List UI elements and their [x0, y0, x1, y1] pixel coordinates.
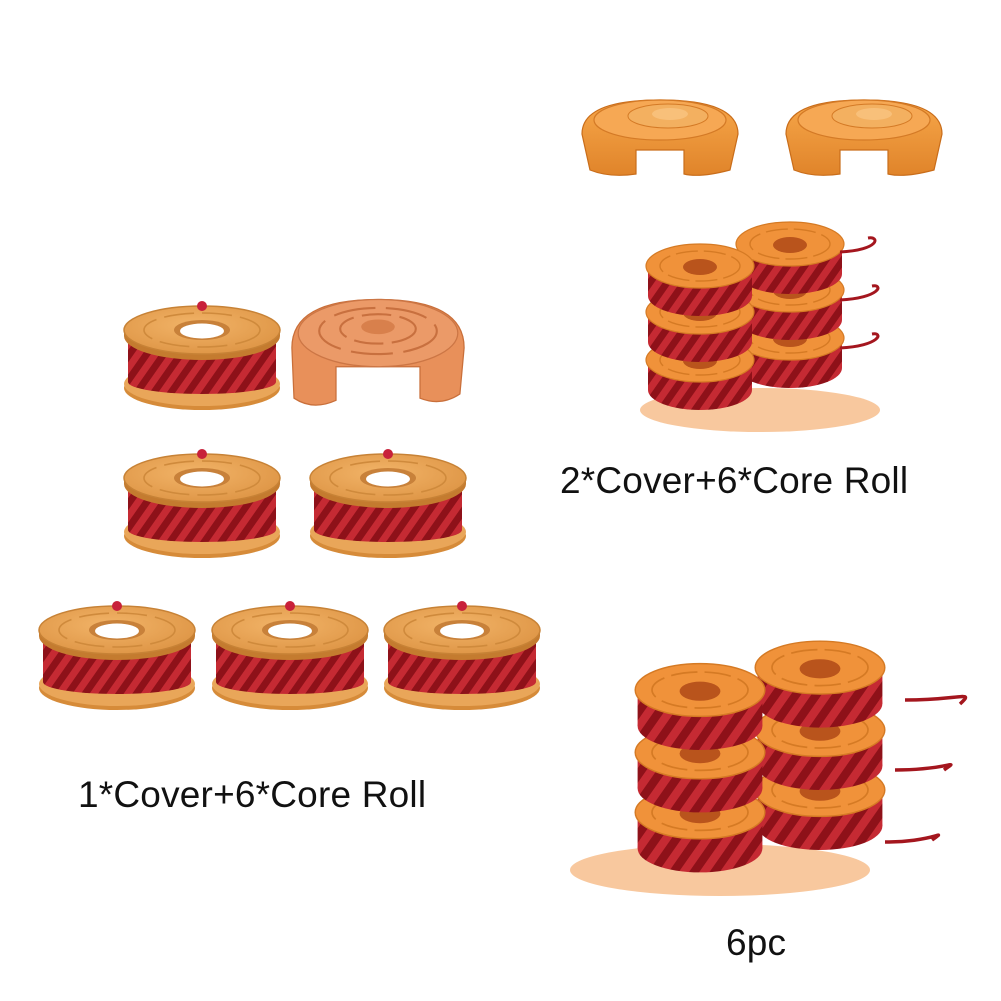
stacked-spools-image [640, 221, 880, 432]
caption-set-a: 1*Cover+6*Core Roll [78, 774, 427, 815]
caption-set-c: 6pc [726, 922, 787, 963]
cover-image [581, 99, 943, 176]
six-spools-image [570, 640, 968, 896]
caption-set-b: 2*Cover+6*Core Roll [560, 460, 909, 501]
spool-image [38, 298, 541, 711]
